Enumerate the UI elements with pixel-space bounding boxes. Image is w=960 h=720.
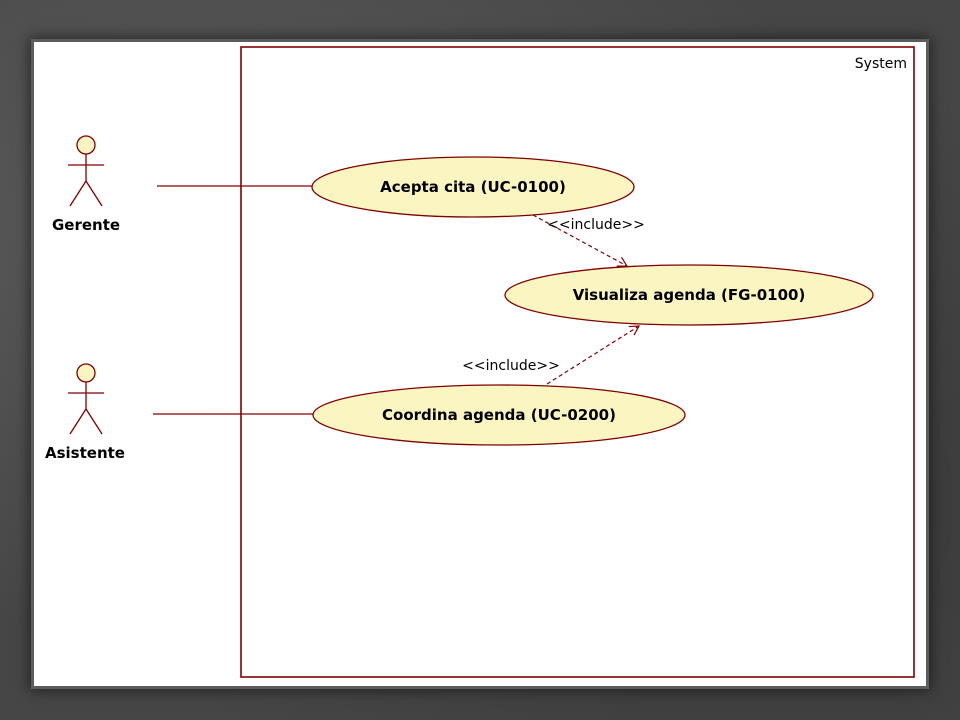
include-arrow-coordina-visualiza[interactable] [546,325,641,385]
actor-asistente-head [76,363,96,383]
usecase-acepta-cita-shape[interactable] [311,156,635,218]
diagram-canvas [34,42,926,686]
usecase-visualiza-agenda-label: Visualiza agenda (FG-0100) [573,286,806,304]
include-arrow-acepta-visualiza[interactable] [532,214,629,267]
actor-asistente-name: Asistente [45,444,125,462]
system-title: System [855,56,907,72]
actor-gerente-leg-left [69,180,87,207]
usecase-acepta-cita[interactable]: Acepta cita (UC-0100) [311,156,635,218]
usecase-acepta-cita-label: Acepta cita (UC-0100) [380,178,566,196]
actor-gerente[interactable]: Gerente [52,135,120,234]
system-boundary [240,46,915,678]
usecase-coordina-agenda-shape[interactable] [312,384,686,446]
actor-asistente[interactable]: Asistente [45,363,125,462]
actor-gerente-name: Gerente [52,216,120,234]
include-label-acepta-visualiza: <<include>> [547,217,645,233]
usecase-coordina-agenda[interactable]: Coordina agenda (UC-0200) [312,384,686,446]
actor-gerente-head [76,135,96,155]
actor-asistente-leg-left [69,408,87,435]
include-label-coordina-visualiza: <<include>> [462,358,560,374]
usecase-visualiza-agenda[interactable]: Visualiza agenda (FG-0100) [504,264,874,326]
actor-asistente-leg-right [85,408,103,435]
usecase-coordina-agenda-label: Coordina agenda (UC-0200) [382,406,616,424]
actor-gerente-leg-right [85,180,103,207]
usecase-visualiza-agenda-shape[interactable] [504,264,874,326]
